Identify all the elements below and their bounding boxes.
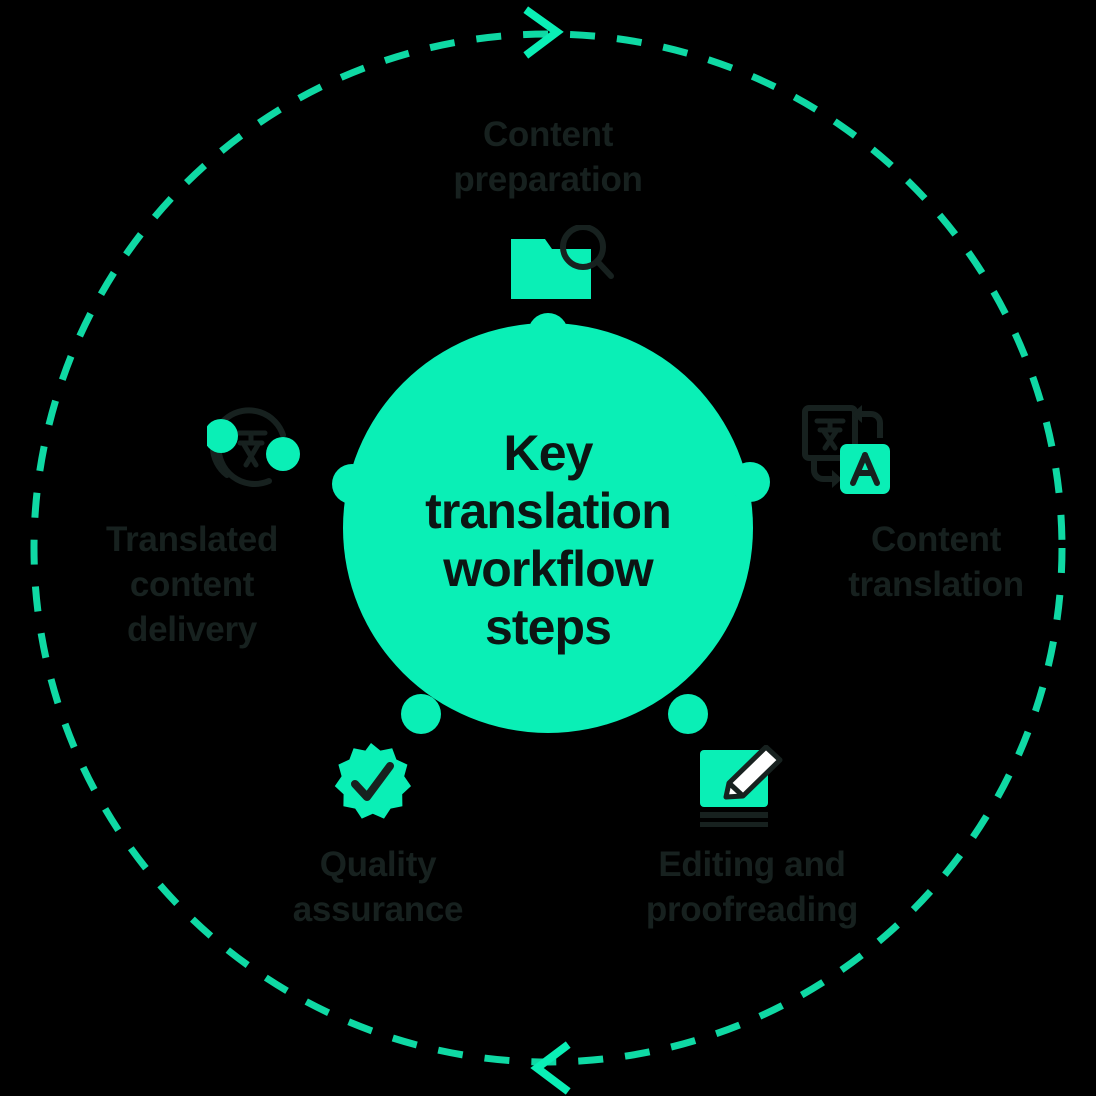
hub-node-bottom-left	[401, 694, 441, 734]
pencil-tip-divider	[727, 781, 745, 798]
top-arrowhead-icon	[523, 6, 564, 59]
text-underlines	[700, 812, 768, 827]
hub-node-left	[332, 464, 372, 504]
global-language-icon	[207, 407, 300, 487]
verified-check-badge-icon	[334, 743, 411, 819]
step-label-quality-assurance: Quality assurance	[292, 845, 464, 929]
source-language-box	[802, 405, 858, 461]
folder-shape	[511, 239, 591, 299]
orbit-dot-right	[266, 437, 300, 471]
latin-a-glyph	[850, 452, 880, 486]
folder-search-icon	[511, 225, 614, 299]
bottom-arrowhead-icon	[530, 1041, 571, 1095]
cjk-glyph	[234, 430, 268, 468]
orbit-arc-upper	[209, 407, 286, 478]
badge-seal-shape	[334, 743, 411, 819]
orbit-dot-left	[207, 419, 238, 453]
magnifier-lens	[560, 225, 606, 270]
arrow-up-curve	[862, 411, 883, 438]
arrow-up-head	[852, 405, 862, 423]
translate-icon	[802, 405, 890, 494]
target-language-box	[840, 444, 890, 494]
magnifier-handle	[594, 258, 614, 279]
arrow-down-curve	[811, 455, 832, 482]
step-label-content-preparation: Content preparation	[453, 115, 643, 199]
center-title: Key translation workflow steps	[425, 425, 672, 655]
step-label-editing-and-proofreading: Editing and proofreading	[645, 845, 859, 929]
step-label-content-translation: Content translation	[848, 520, 1024, 604]
edit-document-icon	[700, 745, 783, 827]
checkmark-icon	[351, 762, 394, 801]
hub-node-top	[528, 313, 568, 353]
hub-circle	[343, 323, 753, 733]
cjk-glyph	[814, 418, 846, 451]
arrow-down-head	[832, 470, 842, 488]
step-label-translated-content-delivery: Translated content delivery	[105, 520, 279, 649]
hub-node-right	[730, 462, 770, 502]
hub-node-bottom-right	[668, 694, 708, 734]
